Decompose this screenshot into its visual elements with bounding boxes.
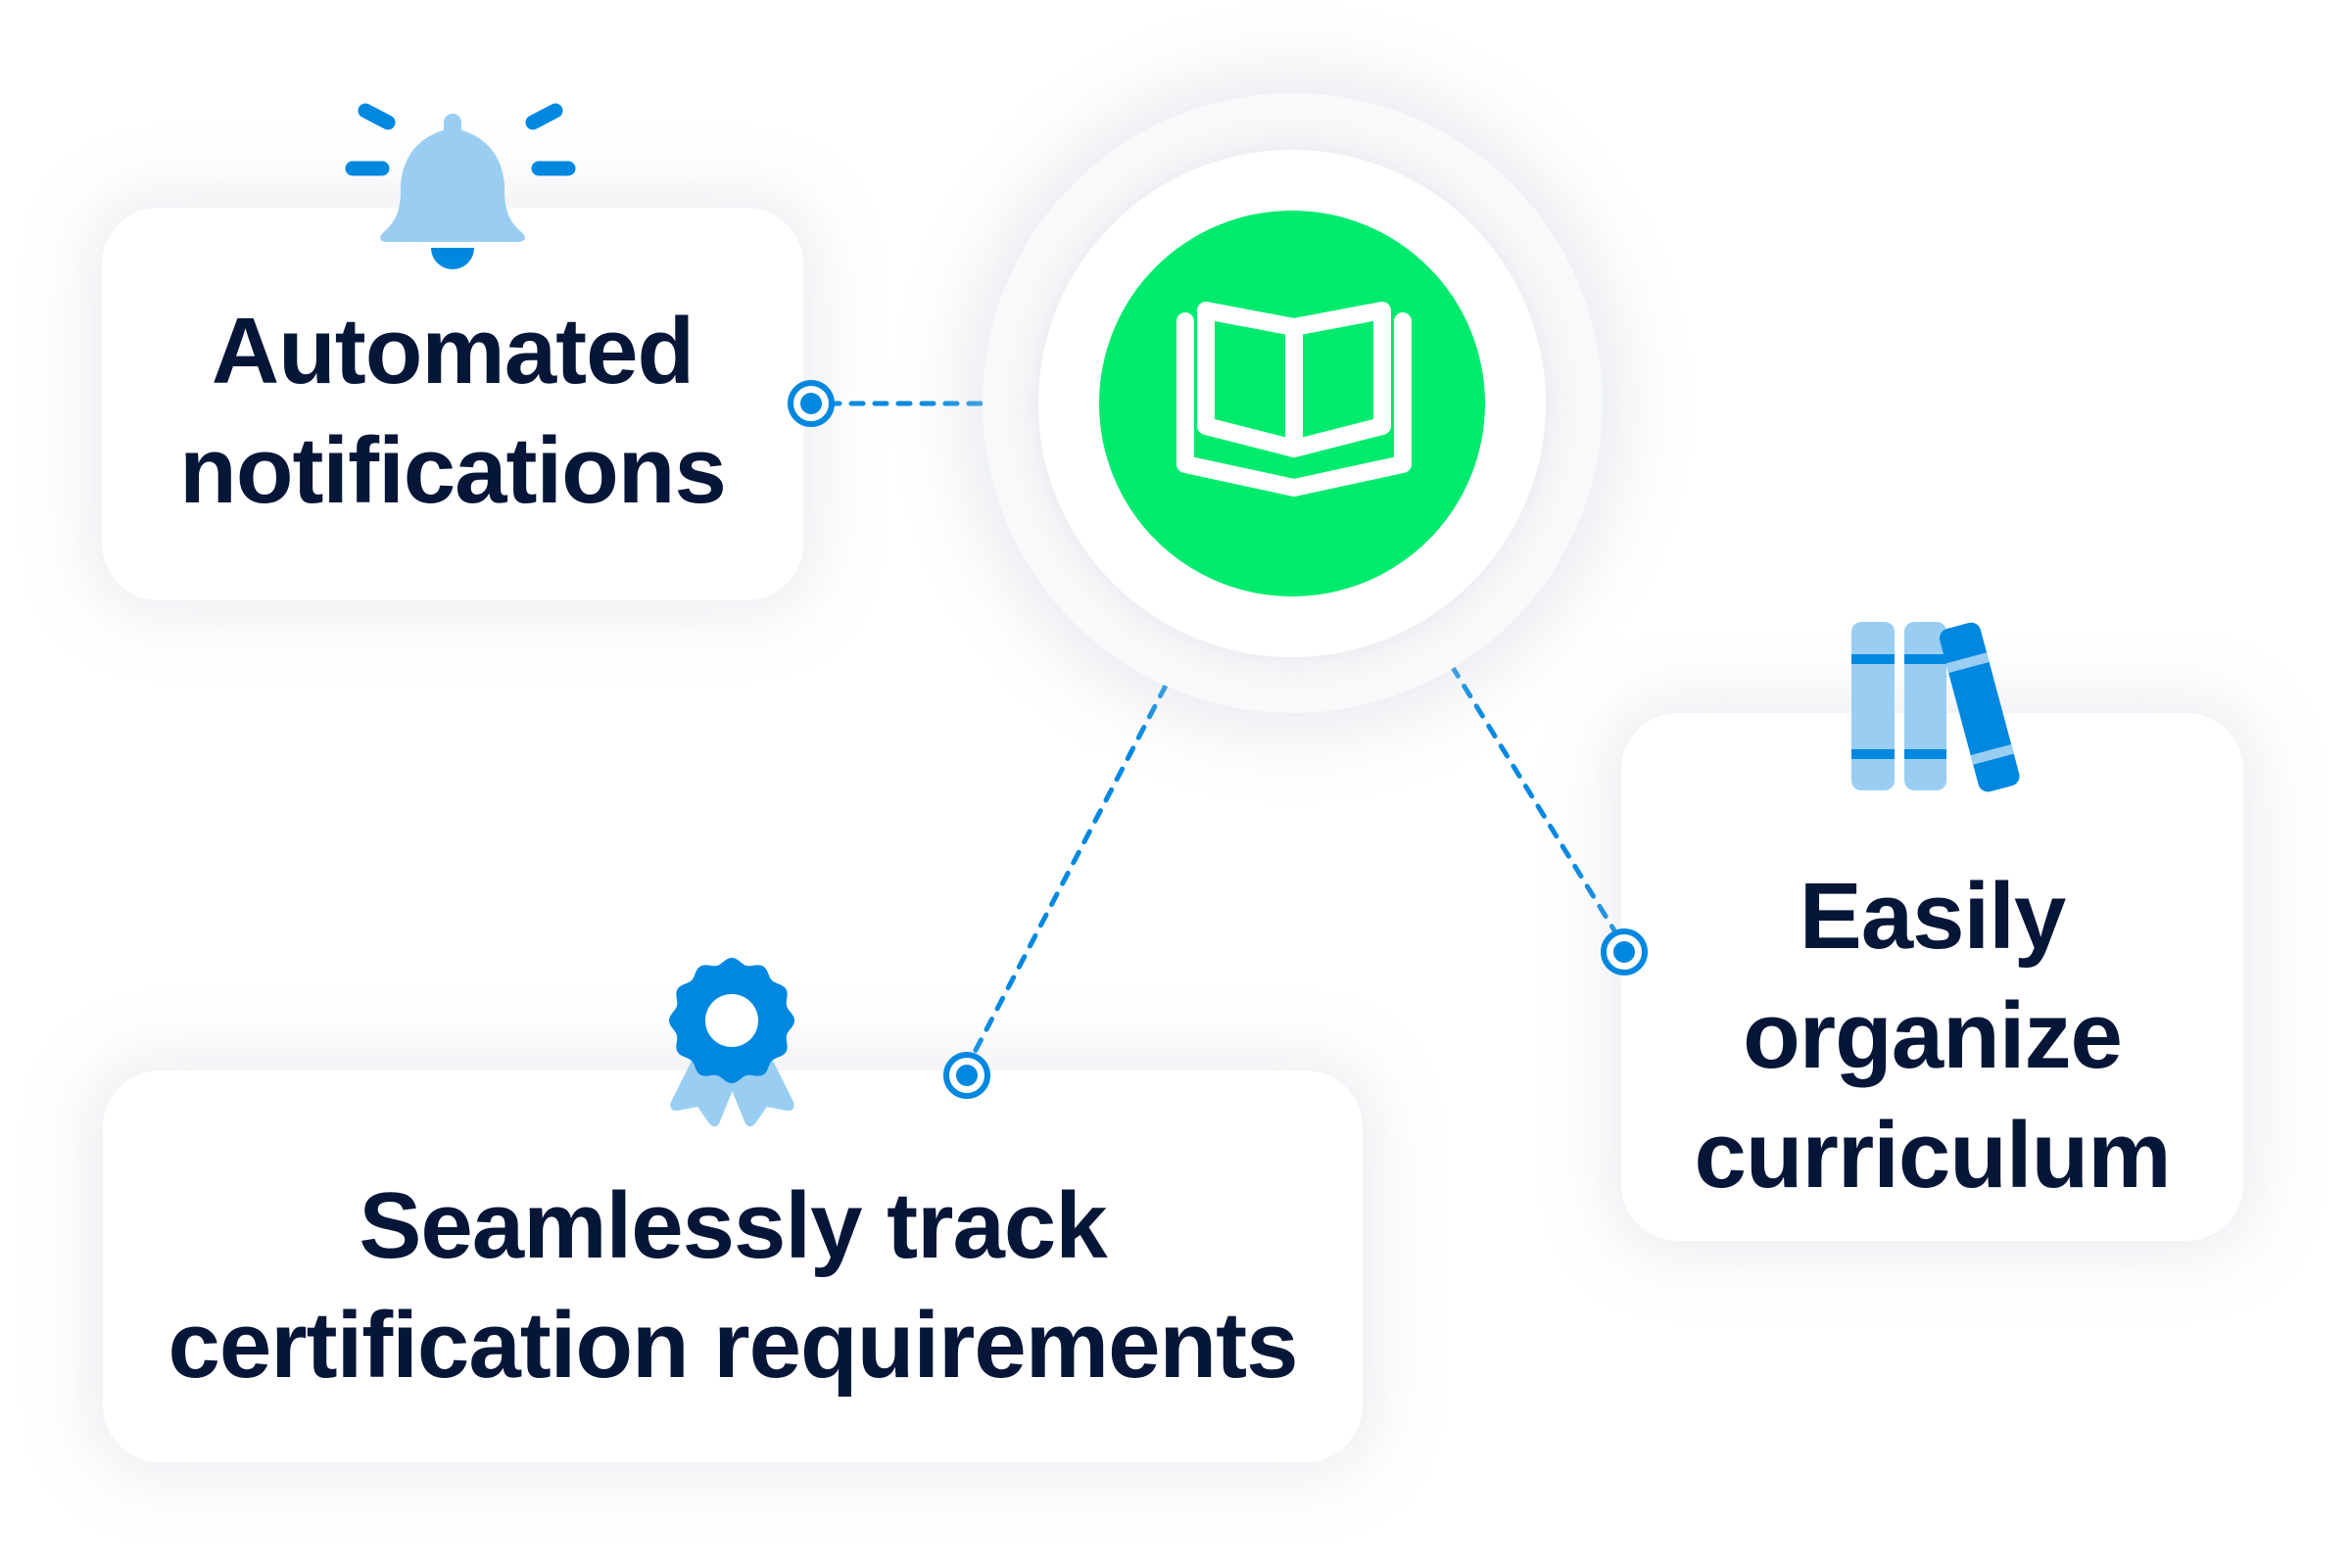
feature-title-line: notifications: [179, 417, 727, 523]
feature-title-line: organize: [1743, 982, 2123, 1088]
connector-line-curriculum: [1449, 663, 1617, 933]
feature-title-curriculum: Easily organize curriculum: [1694, 857, 2171, 1215]
open-book-icon: [1176, 302, 1412, 497]
book-spine-3: [1939, 622, 2020, 792]
feature-title-line: Automated: [211, 298, 695, 404]
feature-title-certification: Seamlessly track certification requireme…: [168, 1166, 1299, 1405]
connector-line-certification: [970, 683, 1169, 1059]
feature-title-notifications: Automated notifications: [179, 292, 727, 531]
book-spine-2: [1904, 622, 1946, 790]
feature-card-certification: Seamlessly track certification requireme…: [103, 1070, 1363, 1462]
bell-icon: [345, 103, 576, 269]
book-spine-1: [1851, 622, 1895, 790]
feature-title-line: certification requirements: [168, 1293, 1299, 1398]
books-icon: [1851, 622, 2020, 792]
feature-title-line: Seamlessly track: [359, 1173, 1107, 1278]
award-ribbon-icon: [669, 958, 794, 1127]
feature-title-line: Easily: [1799, 863, 2067, 969]
feature-title-line: curriculum: [1694, 1102, 2171, 1208]
feature-card-curriculum: Easily organize curriculum: [1621, 713, 2243, 1241]
feature-card-notifications: Automated notifications: [102, 208, 803, 600]
